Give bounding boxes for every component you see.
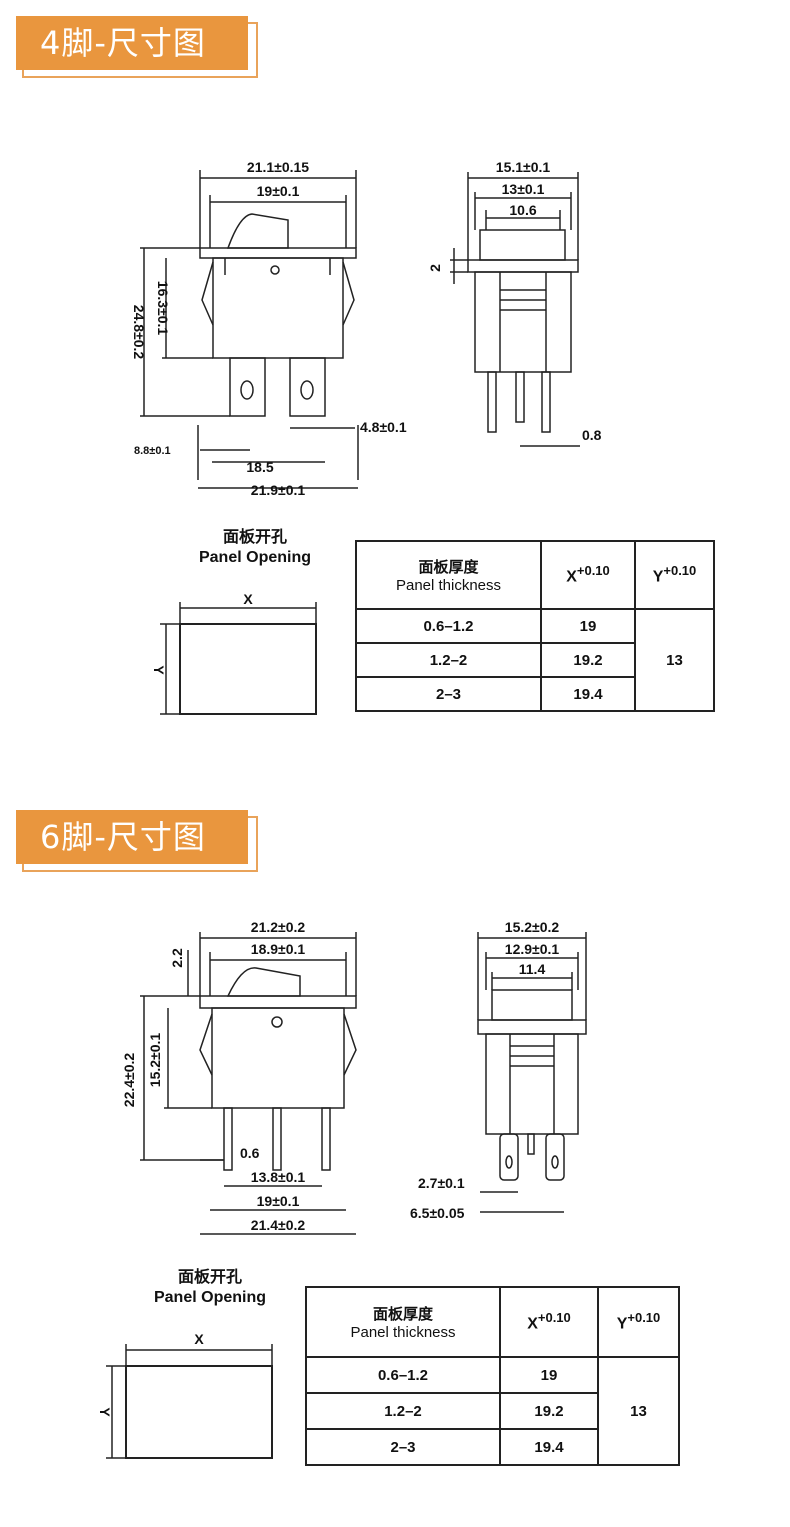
dim-pitch: 13.8±0.1 <box>251 1169 306 1185</box>
dim-overall-bottom: 21.4±0.2 <box>251 1217 306 1233</box>
side-view-4pin: 15.1±0.1 13±0.1 10.6 2 0.8 <box>427 159 602 447</box>
table-header-thickness: 面板厚度 Panel thickness <box>305 1286 501 1358</box>
table-cell-thickness: 1.2–2 <box>355 642 542 678</box>
side-dim-pin: 0.8 <box>582 427 602 443</box>
table-cell-thickness: 1.2–2 <box>305 1392 501 1430</box>
side-view-6pin: 15.2±0.2 12.9±0.1 11.4 2.7±0.1 6.5±0.05 <box>410 919 587 1221</box>
dim-pin: 0.6 <box>240 1145 260 1161</box>
panel-thickness-table-6pin: 面板厚度 Panel thickness X+0.10 Y+0.10 0.6–1… <box>305 1286 680 1466</box>
table-cell-x: 19.4 <box>499 1428 599 1466</box>
table-cell-x: 19.4 <box>540 676 636 712</box>
dim-rocker-height: 2.2 <box>169 948 185 968</box>
panel-opening-en: Panel Opening <box>198 549 311 566</box>
dim-rocker: 18.9±0.1 <box>251 941 306 957</box>
dim-pitch: 18.5 <box>246 459 273 475</box>
table-cell-thickness: 0.6–1.2 <box>305 1356 501 1394</box>
table-cell-x: 19 <box>540 608 636 644</box>
dim-height-total: 22.4±0.2 <box>121 1053 137 1108</box>
table-header-y: Y+0.10 <box>634 540 715 610</box>
side-dim-tab: 2.7±0.1 <box>418 1175 465 1191</box>
dim-overall-top: 21.2±0.2 <box>251 919 306 935</box>
table-cell-x: 19.2 <box>540 642 636 678</box>
panel-opening-cn: 面板开孔 <box>222 529 287 546</box>
table-cell-thickness: 0.6–1.2 <box>355 608 542 644</box>
front-view-4pin: 21.1±0.15 19±0.1 24.8±0.2 16.3±0.1 4.8±0… <box>131 159 407 498</box>
front-view-6pin: 21.2±0.2 18.9±0.1 2.2 22.4±0.2 15.2±0.1 … <box>121 919 357 1235</box>
side-dim-inner: 10.6 <box>509 202 536 218</box>
dim-overall-top: 21.1±0.15 <box>247 159 309 175</box>
side-dim-mid: 12.9±0.1 <box>505 941 560 957</box>
dim-overall-bottom: 21.9±0.1 <box>251 482 306 498</box>
opening-x-label: X <box>243 591 253 607</box>
side-dim-pitch: 6.5±0.05 <box>410 1205 465 1221</box>
dim-offset-left: 8.8±0.1 <box>134 445 171 457</box>
side-dim-flange: 2 <box>427 264 443 272</box>
table-cell-x: 19 <box>499 1356 599 1394</box>
panel-opening-en: Panel Opening <box>153 1289 266 1306</box>
dim-terminal-width: 4.8±0.1 <box>360 419 407 435</box>
panel-opening-title-6pin: 面板开孔 Panel Opening <box>125 1268 295 1308</box>
table-header-y: Y+0.10 <box>597 1286 680 1358</box>
panel-opening-cn: 面板开孔 <box>177 1269 242 1286</box>
dim-mid: 19±0.1 <box>257 1193 300 1209</box>
dim-height-total: 24.8±0.2 <box>131 305 147 360</box>
panel-opening-diagram-6pin: X Y <box>97 1331 273 1459</box>
table-cell-thickness: 2–3 <box>355 676 542 712</box>
opening-y-label: Y <box>97 1407 113 1417</box>
section-banner-4pin: 4脚-尺寸图 <box>16 16 248 70</box>
table-cell-thickness: 2–3 <box>305 1428 501 1466</box>
section-banner-6pin: 6脚-尺寸图 <box>16 810 248 864</box>
table-cell-y: 13 <box>597 1356 680 1466</box>
dim-rocker: 19±0.1 <box>257 183 300 199</box>
table-header-x: X+0.10 <box>499 1286 599 1358</box>
table-cell-y: 13 <box>634 608 715 712</box>
dim-height-body: 15.2±0.1 <box>147 1033 163 1088</box>
side-dim-inner: 11.4 <box>519 961 546 977</box>
side-dim-top: 15.2±0.2 <box>505 919 560 935</box>
opening-x-label: X <box>194 1331 204 1347</box>
panel-opening-title-4pin: 面板开孔 Panel Opening <box>170 528 340 568</box>
opening-y-label: Y <box>151 665 167 675</box>
table-header-thickness: 面板厚度 Panel thickness <box>355 540 542 610</box>
side-dim-top: 15.1±0.1 <box>496 159 551 175</box>
panel-opening-diagram-4pin: X Y <box>151 591 317 715</box>
side-dim-mid: 13±0.1 <box>502 181 545 197</box>
panel-thickness-table-4pin: 面板厚度 Panel thickness X+0.10 Y+0.10 0.6–1… <box>355 540 715 712</box>
table-cell-x: 19.2 <box>499 1392 599 1430</box>
dim-height-body: 16.3±0.1 <box>155 281 171 336</box>
table-header-x: X+0.10 <box>540 540 636 610</box>
